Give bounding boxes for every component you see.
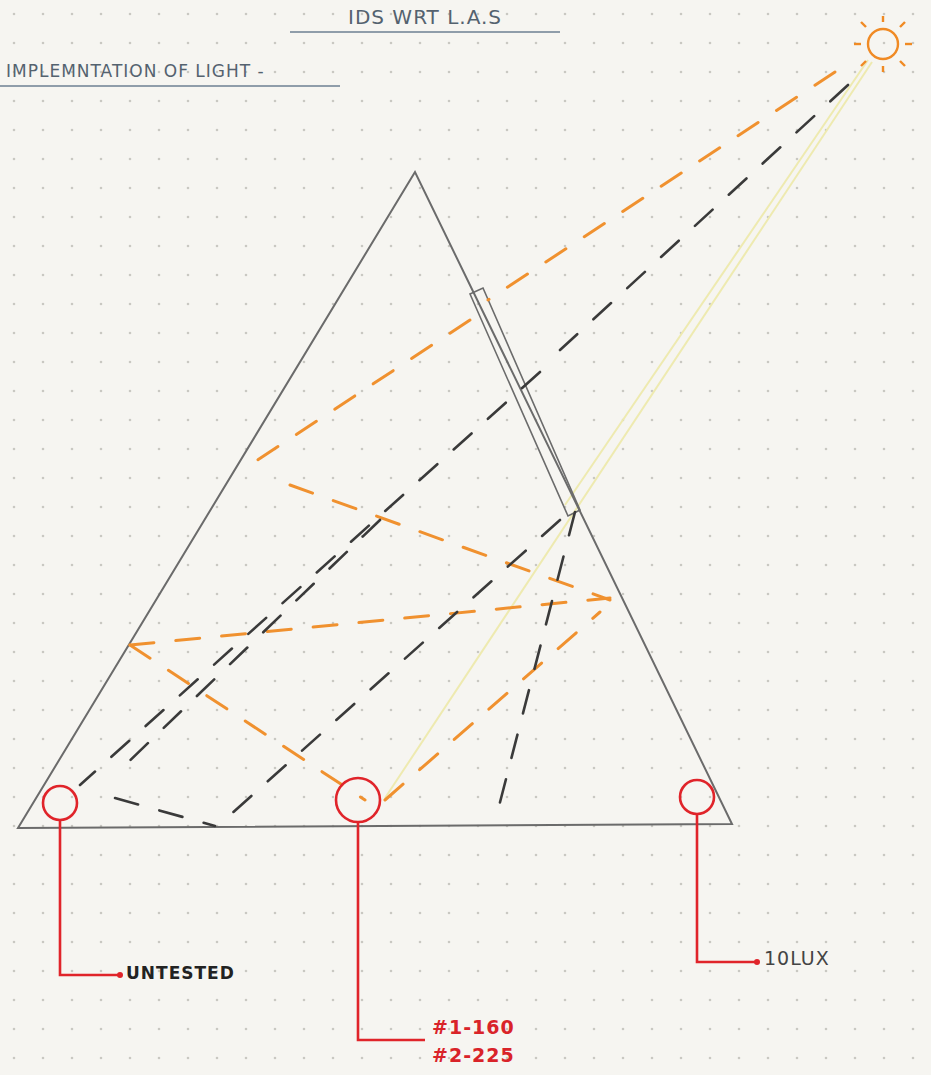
reading-value: #1-160 [432,1017,515,1038]
leader-dot [117,972,123,978]
leader-dot [754,959,760,965]
orange-light-rays [130,72,835,800]
heading-underline [0,85,340,87]
pyramid-outline [18,172,732,828]
page-title: IDS WRT L.A.S [348,6,502,28]
black-light-rays [80,85,848,826]
reading-value: #2-225 [432,1045,515,1066]
title-underline [290,31,560,33]
light-tube [470,288,580,516]
sun-beams [385,60,872,798]
measure-points [43,778,755,1040]
sun-symbol [854,16,912,72]
point-label: UNTESTED [126,964,235,983]
section-heading: IMPLEMNTATION OF LIGHT - [6,62,265,81]
reading-value: 10LUX [764,948,830,969]
